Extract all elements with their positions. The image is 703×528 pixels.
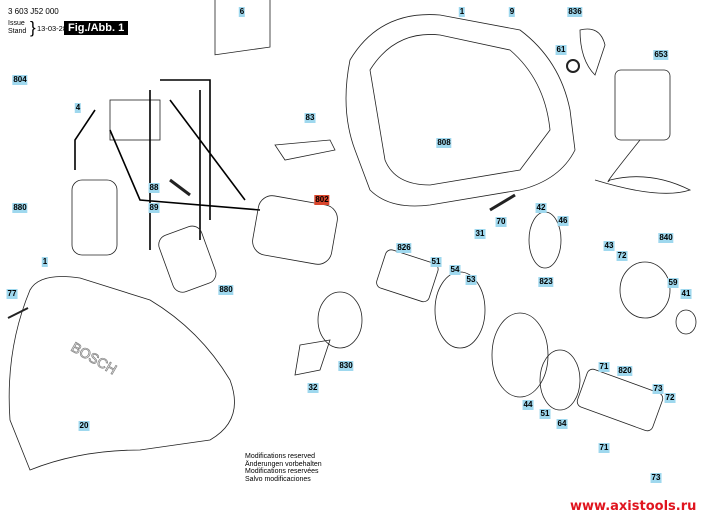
- part-label[interactable]: 820: [617, 366, 633, 376]
- part-label[interactable]: 72: [616, 251, 628, 261]
- issue-date: 13-03-28: [37, 24, 68, 33]
- modifications-notice: Modifications reserved Änderungen vorbeh…: [245, 453, 322, 483]
- part-label[interactable]: 6: [238, 7, 246, 17]
- issue-label-en: Issue: [8, 20, 25, 27]
- part-label[interactable]: 73: [652, 384, 664, 394]
- housing-half-right: [345, 14, 576, 207]
- battery-pack-2: [158, 225, 217, 293]
- part-label[interactable]: 64: [556, 419, 568, 429]
- charger: [614, 69, 671, 141]
- chuck-sleeve: [619, 261, 671, 319]
- part-label[interactable]: 20: [78, 421, 90, 431]
- cap-41: [675, 309, 697, 335]
- part-label[interactable]: 826: [396, 243, 412, 253]
- part-label[interactable]: 83: [304, 113, 316, 123]
- part-label[interactable]: 77: [6, 289, 18, 299]
- screw-77: [7, 307, 29, 319]
- part-label[interactable]: 4: [74, 103, 82, 113]
- part-label[interactable]: 42: [535, 203, 547, 213]
- part-label[interactable]: 830: [338, 361, 354, 371]
- bosch-logo: BOSCH: [69, 339, 120, 378]
- part-label[interactable]: 70: [495, 217, 507, 227]
- wiring: [74, 79, 261, 250]
- modifications-fr: Modifications reservées: [245, 468, 319, 476]
- figure-label: Fig./Abb. 1: [64, 21, 129, 35]
- ring-64: [539, 349, 581, 411]
- housing-inner: [369, 34, 551, 186]
- part-label[interactable]: 72: [664, 393, 676, 403]
- part-label[interactable]: 1: [458, 7, 466, 17]
- part-label[interactable]: 43: [603, 241, 615, 251]
- part-83: [274, 139, 336, 161]
- part-label[interactable]: 44: [522, 400, 534, 410]
- part-label[interactable]: 9: [508, 7, 516, 17]
- part-label[interactable]: 880: [218, 285, 234, 295]
- part-label[interactable]: 89: [148, 203, 160, 213]
- spring-46: [528, 211, 562, 269]
- part-label[interactable]: 836: [567, 7, 583, 17]
- part-label[interactable]: 880: [12, 203, 28, 213]
- pcb: [214, 0, 271, 56]
- part-label[interactable]: 71: [598, 443, 610, 453]
- spindle-820: [576, 368, 664, 432]
- part-label[interactable]: 53: [465, 275, 477, 285]
- part-label[interactable]: 32: [307, 383, 319, 393]
- pin-70: [489, 193, 516, 212]
- part-836: [579, 28, 606, 76]
- part-label[interactable]: 653: [653, 50, 669, 60]
- ring-gear: [491, 312, 549, 398]
- modifications-de: Änderungen vorbehalten: [245, 460, 322, 468]
- pin-88: [169, 178, 191, 197]
- shaft-826: [376, 249, 439, 303]
- gear-830: [317, 291, 363, 349]
- motor: [252, 195, 338, 265]
- part-label[interactable]: 51: [430, 257, 442, 267]
- part-label[interactable]: 46: [557, 216, 569, 226]
- watermark-url[interactable]: www.axistools.ru: [570, 499, 697, 514]
- part-32: [294, 339, 331, 376]
- part-label[interactable]: 31: [474, 229, 486, 239]
- part-label[interactable]: 840: [658, 233, 674, 243]
- issue-label-de: Stand: [8, 28, 27, 35]
- part-label[interactable]: 823: [538, 277, 554, 287]
- part-label[interactable]: 804: [12, 75, 28, 85]
- document-number: 3 603 J52 000: [8, 7, 59, 16]
- part-label[interactable]: 61: [555, 45, 567, 55]
- brace: }: [30, 18, 36, 37]
- part-label[interactable]: 54: [449, 265, 461, 275]
- part-label[interactable]: 59: [667, 278, 679, 288]
- part-label[interactable]: 88: [148, 183, 160, 193]
- part-label[interactable]: 808: [436, 138, 452, 148]
- part-label-highlighted[interactable]: 802: [314, 195, 330, 205]
- part-label[interactable]: 71: [598, 362, 610, 372]
- housing-half-left: [8, 276, 235, 471]
- modifications-es: Salvo modificaciones: [245, 475, 311, 483]
- bearing-53: [434, 271, 486, 349]
- part-label[interactable]: 41: [680, 289, 692, 299]
- battery-pack: [71, 179, 118, 256]
- ring-61: [566, 59, 580, 73]
- charger-cable: [594, 139, 692, 194]
- part-label[interactable]: 1: [41, 257, 49, 267]
- switch: [109, 99, 161, 141]
- part-label[interactable]: 51: [539, 409, 551, 419]
- part-label[interactable]: 73: [650, 473, 662, 483]
- modifications-en: Modifications reserved: [245, 453, 316, 460]
